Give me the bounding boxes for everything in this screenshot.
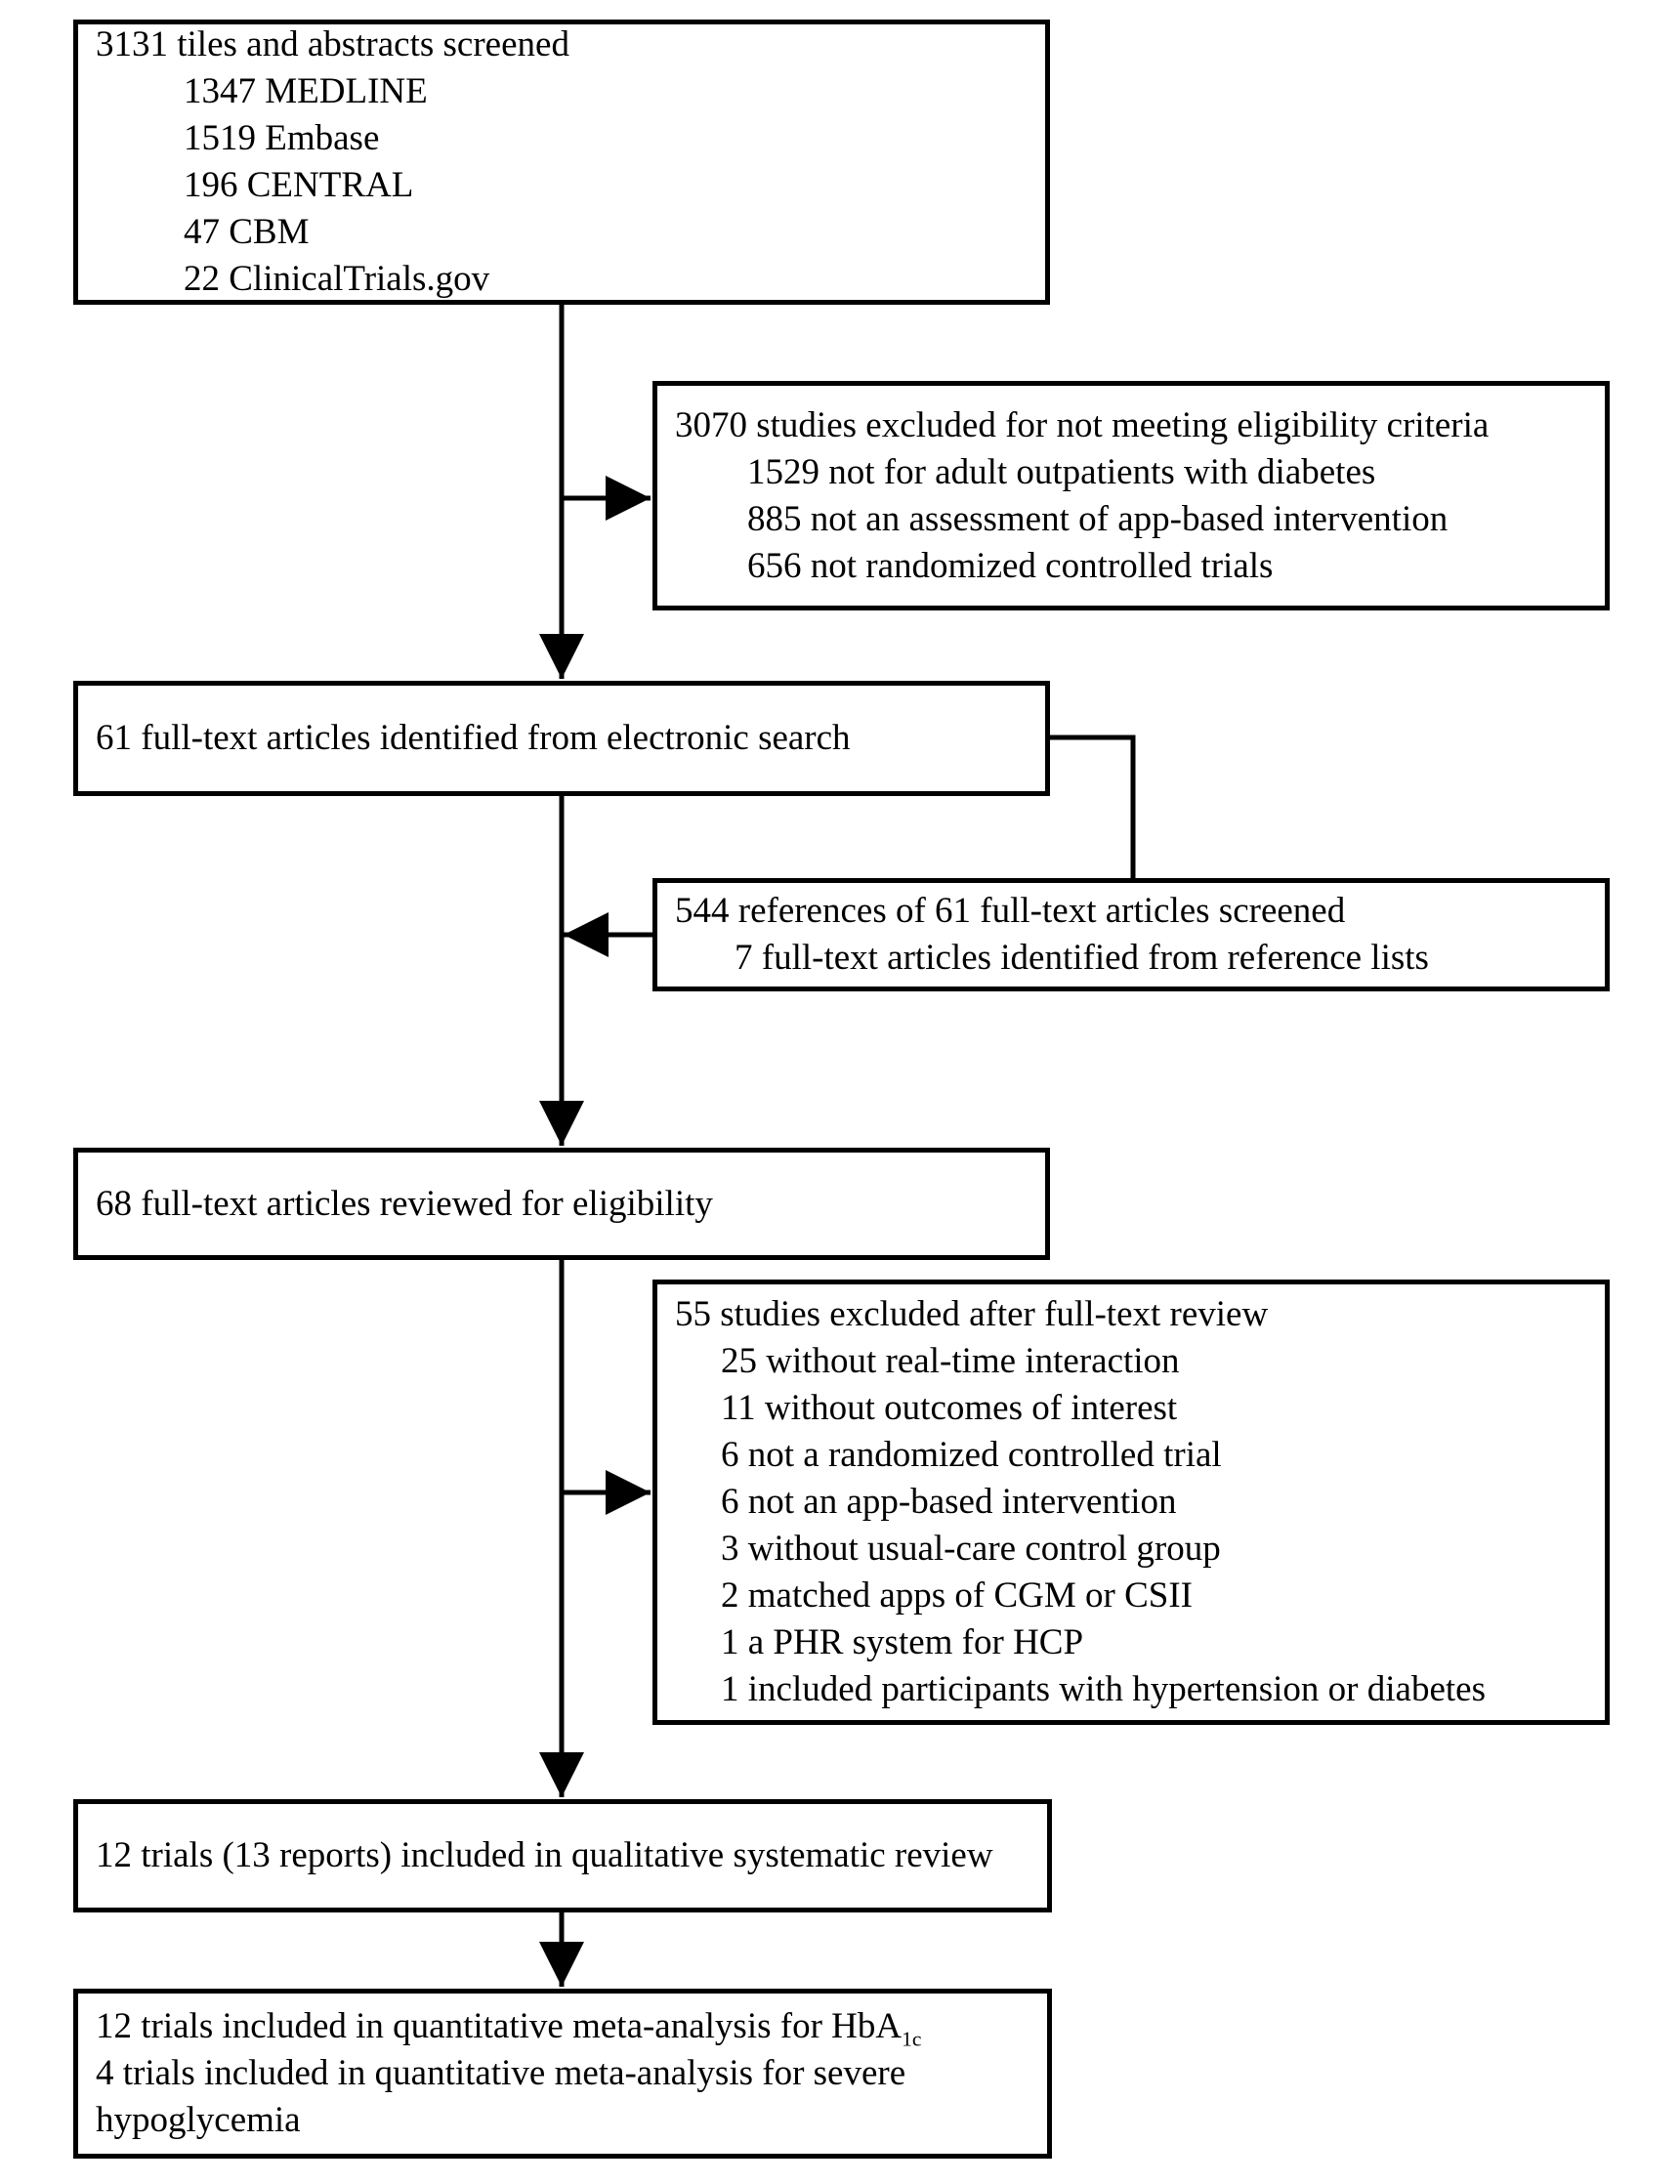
excluded-fulltext-reason-1: 25 without real-time interaction [721,1341,1180,1381]
excluded-fulltext-reason-7: 1 a PHR system for HCP [721,1622,1084,1662]
box-excluded-at-screening: 3070 studies excluded for not meeting el… [652,381,1610,610]
screened-source-cbm: 47 CBM [184,212,310,252]
box-fulltext-reviewed: 68 full-text articles reviewed for eligi… [73,1148,1050,1260]
box-quantitative-meta-analysis: 12 trials included in quantitative meta-… [73,1989,1052,2159]
reviewed-title: 68 full-text articles reviewed for eligi… [96,1183,713,1224]
references-title: 544 references of 61 full-text articles … [675,891,1346,931]
excluded-fulltext-reason-2: 11 without outcomes of interest [721,1388,1178,1428]
quantitative-line-1-text: 12 trials included in quantitative meta-… [96,2006,903,2046]
electronic-title: 61 full-text articles identified from el… [96,718,851,758]
screened-source-central: 196 CENTRAL [184,165,414,205]
box-references-screened: 544 references of 61 full-text articles … [652,878,1610,991]
screened-source-medline: 1347 MEDLINE [184,71,428,111]
box-titles-abstracts-screened: 3131 tiles and abstracts screened 1347 M… [73,20,1050,305]
box-fulltext-electronic-search: 61 full-text articles identified from el… [73,681,1050,796]
excluded-screening-title: 3070 studies excluded for not meeting el… [675,404,1490,445]
elbow-electronic-to-references [1050,735,1136,878]
screened-title: 3131 tiles and abstracts screened [96,24,569,64]
excluded-fulltext-reason-5: 3 without usual-care control group [721,1529,1221,1569]
screened-source-clinicaltrials: 22 ClinicalTrials.gov [184,259,490,299]
excluded-fulltext-reason-8: 1 included participants with hypertensio… [721,1669,1486,1709]
excluded-screening-reason-2: 885 not an assessment of app-based inter… [747,498,1449,539]
excluded-fulltext-reason-3: 6 not a randomized controlled trial [721,1435,1222,1475]
box-excluded-after-fulltext: 55 studies excluded after full-text revi… [652,1280,1610,1725]
excluded-screening-reason-1: 1529 not for adult outpatients with diab… [747,451,1376,492]
excluded-fulltext-reason-6: 2 matched apps of CGM or CSII [721,1575,1193,1616]
excluded-fulltext-reason-4: 6 not an app-based intervention [721,1482,1177,1522]
hba1c-subscript: 1c [902,2027,922,2051]
qualitative-title: 12 trials (13 reports) included in quali… [96,1835,993,1875]
excluded-fulltext-title: 55 studies excluded after full-text revi… [675,1294,1269,1334]
quantitative-line-2: 4 trials included in quantitative meta-a… [96,2053,906,2140]
references-item-1: 7 full-text articles identified from ref… [735,938,1429,978]
screened-source-embase: 1519 Embase [184,118,380,158]
excluded-screening-reason-3: 656 not randomized controlled trials [747,545,1274,586]
box-qualitative-review: 12 trials (13 reports) included in quali… [73,1799,1052,1912]
quantitative-line-1: 12 trials included in quantitative meta-… [96,2003,1029,2050]
